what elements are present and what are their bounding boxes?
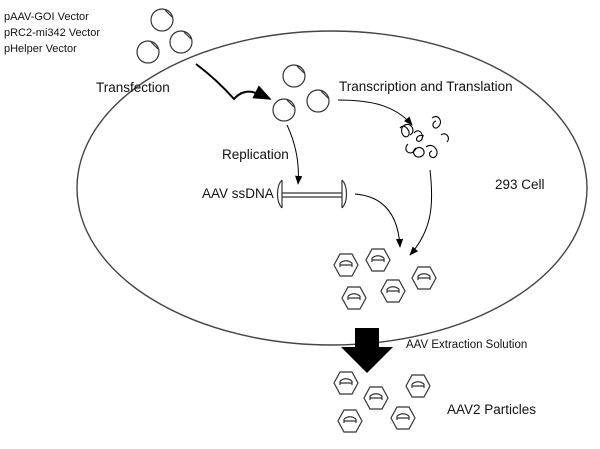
vector-label-pHelper: pHelper Vector: [4, 43, 77, 55]
aav-ssdna-icon: [276, 179, 348, 209]
capsid-outside-5: [390, 406, 416, 430]
ssdna-label: AAV ssDNA: [202, 186, 274, 201]
ssdna-to-capsid-arrow: [354, 193, 404, 248]
plasmid-outside-2: [136, 40, 160, 64]
transfection-arrow: [195, 63, 272, 101]
plasmid-outside-1: [150, 8, 174, 32]
capsid-outside-1: [333, 371, 359, 395]
plasmid-outside-3: [169, 30, 193, 54]
translated-proteins-icon: [399, 116, 449, 159]
plasmid-inside-1: [282, 64, 306, 88]
transcription-label: Transcription and Translation: [339, 79, 513, 94]
particles-label: AAV2 Particles: [447, 402, 537, 417]
vector-label-pAAV-GOI: pAAV-GOI Vector: [4, 11, 89, 23]
cell-membrane: [76, 30, 588, 346]
capsid-outside-3: [405, 374, 431, 398]
capsid-inside-5: [380, 279, 406, 303]
capsid-inside-4: [341, 286, 367, 310]
transfection-label: Transfection: [96, 80, 170, 95]
capsid-outside-4: [337, 409, 363, 433]
replication-arrow: [286, 124, 303, 185]
vector-label-pRC2-mi342: pRC2-mi342 Vector: [4, 27, 100, 39]
extraction-label: AAV Extraction Solution: [406, 339, 528, 351]
extraction-arrow-icon: [341, 328, 393, 373]
transcription-arrow: [337, 99, 413, 126]
cell-label: 293 Cell: [495, 177, 545, 192]
capsid-inside-1: [333, 253, 359, 277]
capsid-outside-2: [363, 386, 389, 410]
replication-label: Replication: [222, 147, 289, 162]
capsid-inside-2: [365, 248, 391, 272]
capsid-inside-3: [411, 266, 437, 290]
plasmid-inside-3: [306, 89, 330, 113]
plasmid-inside-2: [272, 98, 296, 122]
protein-to-capsid-arrow: [409, 169, 433, 256]
